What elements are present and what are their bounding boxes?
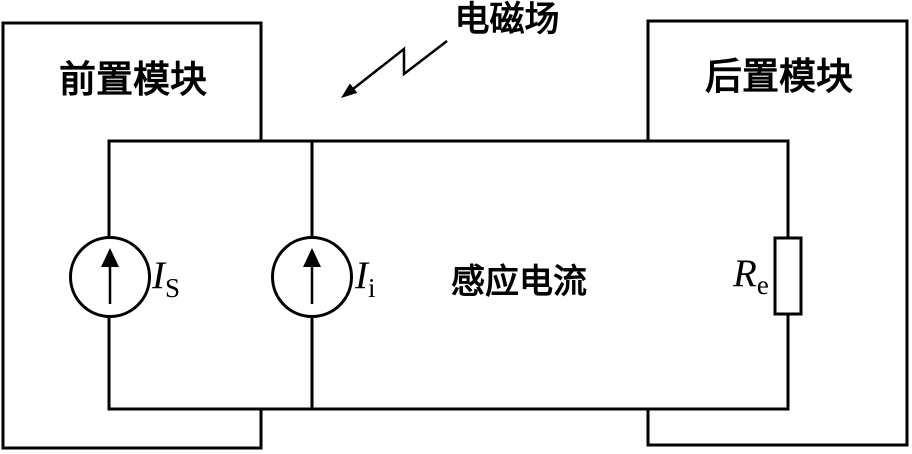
source-s-subscript: S: [165, 273, 180, 303]
front-module-label: 前置模块: [59, 59, 207, 100]
current-source-s-arrowhead-icon: [101, 248, 119, 267]
source-i-symbol: I: [354, 254, 370, 297]
source-i-label: Ii: [354, 254, 376, 303]
resistor-symbol: R: [732, 252, 757, 295]
field-label: 电磁场: [454, 0, 559, 39]
induced-current-label: 感应电流: [451, 263, 587, 301]
circuit-loop: [107, 139, 790, 411]
resistor-subscript: e: [757, 270, 769, 300]
resistor-body: [773, 236, 803, 316]
lightning-arrow-line: [352, 40, 448, 90]
source-s-symbol: I: [151, 254, 167, 297]
rear-module-label: 后置模块: [705, 56, 853, 97]
source-s-label: IS: [151, 254, 180, 303]
source-i-subscript: i: [368, 273, 376, 303]
lightning-arrowhead-icon: [341, 83, 358, 98]
current-source-i-arrowhead-icon: [303, 248, 321, 267]
resistor-label: Re: [732, 252, 769, 300]
